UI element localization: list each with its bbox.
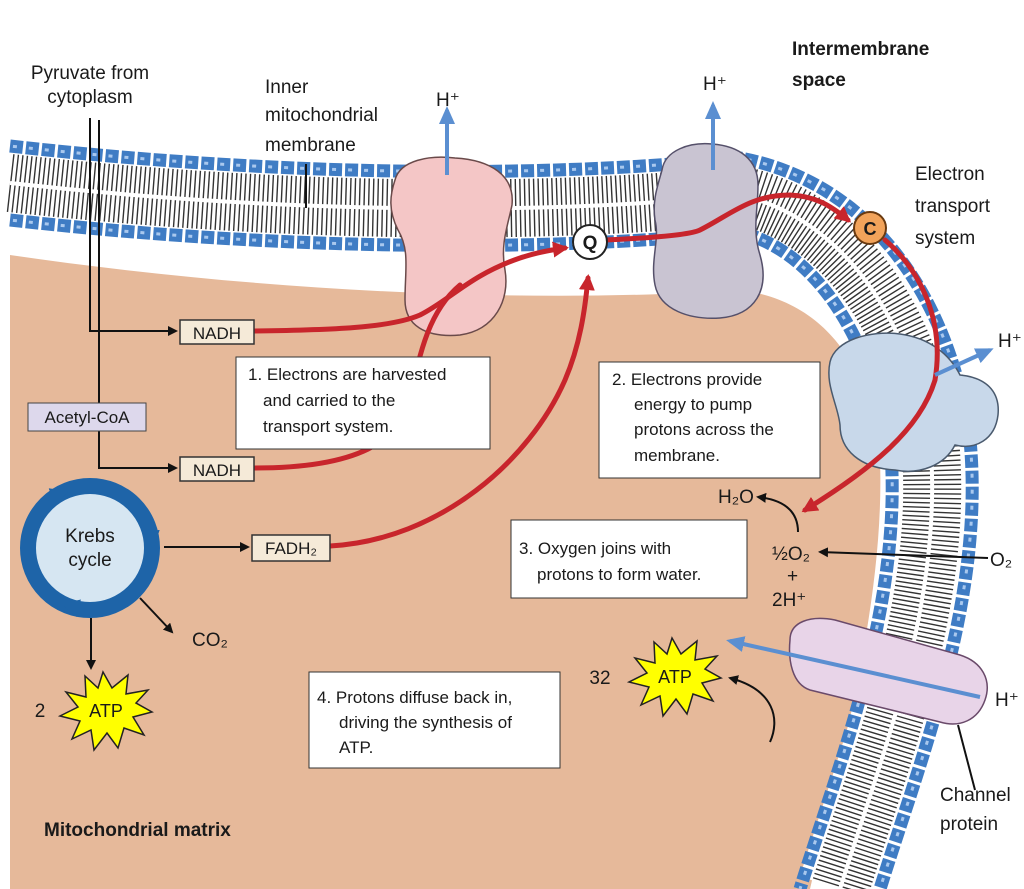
svg-text:NADH: NADH — [193, 324, 241, 343]
step-1-box: 1. Electrons are harvested and carried t… — [236, 357, 490, 449]
nadh-box-1: NADH — [180, 320, 254, 344]
ets-label-3: system — [915, 228, 975, 249]
intermembrane-label-2: space — [792, 70, 846, 91]
krebs-label-1: Krebs — [65, 526, 115, 547]
plus-label: + — [787, 566, 798, 587]
step-2-box: 2. Electrons provide energy to pump prot… — [599, 362, 820, 478]
svg-text:1. Electrons are harvested: 1. Electrons are harvested — [248, 365, 446, 384]
two-h-plus-label: 2H⁺ — [772, 590, 806, 611]
channel-label-2: protein — [940, 814, 998, 835]
step-3-box: 3. Oxygen joins with protons to form wat… — [511, 520, 747, 598]
atp-32-count: 32 — [589, 668, 610, 689]
svg-text:transport system.: transport system. — [263, 417, 393, 436]
ets-label-1: Electron — [915, 164, 985, 185]
co2-label: CO₂ — [192, 630, 228, 651]
svg-text:protons to form water.: protons to form water. — [537, 565, 701, 584]
krebs-cycle: Krebs cycle — [28, 486, 152, 610]
pyruvate-label-2: cytoplasm — [47, 87, 133, 108]
svg-text:Q: Q — [583, 233, 598, 254]
h-plus-3: H⁺ — [998, 331, 1022, 352]
svg-text:3. Oxygen joins with: 3. Oxygen joins with — [519, 539, 671, 558]
channel-label-1: Channel — [940, 785, 1011, 806]
complex-three-protein — [654, 144, 763, 319]
svg-text:ATP: ATP — [658, 667, 692, 687]
svg-text:2. Electrons provide: 2. Electrons provide — [612, 370, 762, 389]
inner-membrane-label-1: Inner — [265, 77, 309, 98]
svg-text:FADH₂: FADH₂ — [265, 539, 317, 558]
atp-2-count: 2 — [35, 701, 46, 722]
inner-membrane-label-2: mitochondrial — [265, 105, 378, 126]
matrix-label: Mitochondrial matrix — [44, 820, 231, 841]
svg-text:Acetyl-CoA: Acetyl-CoA — [44, 408, 130, 427]
krebs-label-2: cycle — [68, 550, 111, 571]
svg-text:driving the synthesis of: driving the synthesis of — [339, 713, 512, 732]
cytochrome-c: C — [854, 212, 886, 244]
nadh-box-2: NADH — [180, 457, 254, 481]
svg-text:membrane.: membrane. — [634, 446, 720, 465]
intermembrane-label-1: Intermembrane — [792, 39, 929, 60]
h-plus-2: H⁺ — [703, 74, 727, 95]
o2-label: O₂ — [990, 550, 1012, 571]
acetyl-coa-box: Acetyl-CoA — [28, 403, 146, 431]
svg-text:energy to pump: energy to pump — [634, 395, 752, 414]
complex-one-protein — [391, 157, 512, 335]
svg-text:NADH: NADH — [193, 461, 241, 480]
h2o-label: H₂O — [718, 487, 754, 508]
svg-text:ATP: ATP — [89, 701, 123, 721]
ets-label-2: transport — [915, 196, 991, 217]
ubiquinone-q: Q — [573, 225, 607, 259]
pyruvate-label-1: Pyruvate from — [31, 63, 149, 84]
svg-text:protons across the: protons across the — [634, 420, 774, 439]
h-plus-1: H⁺ — [436, 90, 460, 111]
svg-text:ATP.: ATP. — [339, 738, 373, 757]
inner-membrane-label-3: membrane — [265, 135, 356, 156]
half-o2-label: ½O₂ — [772, 544, 810, 565]
step-4-box: 4. Protons diffuse back in, driving the … — [309, 672, 560, 768]
h-plus-4: H⁺ — [995, 690, 1019, 711]
svg-text:C: C — [864, 219, 877, 239]
svg-text:and carried to the: and carried to the — [263, 391, 395, 410]
fadh2-box: FADH₂ — [252, 535, 330, 561]
svg-text:4. Protons diffuse back in,: 4. Protons diffuse back in, — [317, 688, 512, 707]
